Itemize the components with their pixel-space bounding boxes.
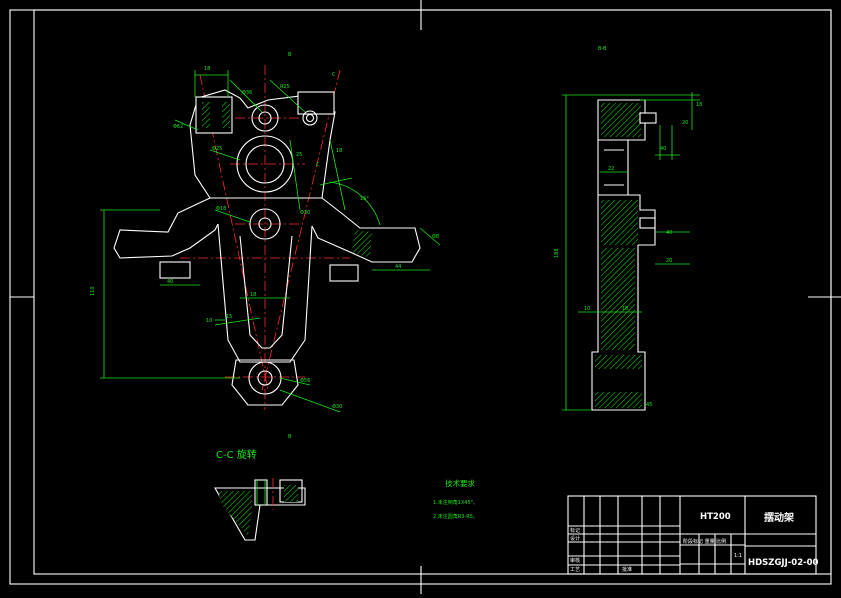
title-block-checker: 审核 xyxy=(570,557,580,564)
dim-20-side: 20 xyxy=(682,120,688,126)
dim-40-side: 40 xyxy=(660,146,666,152)
tech-requirement-1: 1.未注倒角1X45°。 xyxy=(433,499,478,506)
material: HT200 xyxy=(700,512,731,522)
dim-188: 188 xyxy=(554,248,560,258)
title-block-process: 工艺 xyxy=(570,567,580,573)
section-view: C-C 旋转 xyxy=(214,448,306,541)
dim-18-mid: 18 xyxy=(250,292,256,298)
part-name: 摆动架 xyxy=(764,511,794,524)
main-view-dimensions: 110 18 Φ62 Φ36 R25 Φ25 Φ18 25 18 Φ30 15°… xyxy=(90,52,441,440)
tech-requirement-2: 2.未注圆角R3-R5。 xyxy=(433,513,478,520)
dim-18-side-b: 18 xyxy=(622,306,628,312)
dim-18-side: 18 xyxy=(696,102,702,108)
dim-10: 10 xyxy=(206,318,212,324)
tech-requirements: 技术要求 1.未注倒角1X45°。 2.未注圆角R3-R5。 xyxy=(433,478,478,520)
section-mark-c-mid: C xyxy=(316,162,320,168)
dim-phi36: Φ36 xyxy=(242,90,252,96)
title-block-stage: 阶段标记 重量 比例 xyxy=(683,538,726,545)
title-block-mark: 标记 xyxy=(570,527,580,534)
section-view-label: C-C 旋转 xyxy=(216,448,257,461)
dim-phi25: Φ25 xyxy=(212,146,222,152)
section-mark-c-top: C xyxy=(332,72,336,78)
dim-20-side-b: 20 xyxy=(666,258,672,264)
section-mark-b-bottom: B xyxy=(288,434,292,440)
dim-15: 15 xyxy=(226,314,232,320)
dim-45-side: 45 xyxy=(646,402,652,408)
section-mark-b-top: B xyxy=(288,52,292,58)
dim-40-side-b: 40 xyxy=(666,230,672,236)
main-view xyxy=(113,65,421,410)
dim-phi8: Φ8 xyxy=(432,234,439,240)
dim-phi18: Φ18 xyxy=(216,206,226,212)
dim-25: 25 xyxy=(296,152,302,158)
dim-22-side: 22 xyxy=(608,166,614,172)
dim-40: 40 xyxy=(167,279,173,285)
scale: 1:1 xyxy=(734,553,742,559)
dim-18-right: 18 xyxy=(336,148,342,154)
dim-r25: R25 xyxy=(280,84,290,90)
dim-phi56: Φ56 xyxy=(300,378,310,384)
dim-phi30: Φ30 xyxy=(300,210,310,216)
drawing-number: HDSZGJJ-02-00 xyxy=(748,558,819,568)
dim-44: 44 xyxy=(395,264,401,270)
title-block: 标记 设计 审核 工艺 批准 HT200 阶段标记 重量 比例 1:1 摆动架 … xyxy=(567,495,819,575)
side-view: B-B xyxy=(591,46,657,411)
title-block-designer: 设计 xyxy=(570,535,580,542)
title-block-approve: 批准 xyxy=(622,566,632,573)
dim-phi30-bottom: Φ30 xyxy=(332,404,342,410)
dim-110: 110 xyxy=(90,286,96,296)
side-view-dimensions: 188 18 20 40 22 40 20 10 18 45 xyxy=(554,92,702,411)
side-view-label: B-B xyxy=(598,46,607,52)
dim-phi62: Φ62 xyxy=(173,124,183,130)
drawing-frame xyxy=(9,0,841,594)
dim-18-top: 18 xyxy=(204,66,210,72)
tech-requirements-title: 技术要求 xyxy=(445,478,475,488)
dim-15deg: 15° xyxy=(360,196,369,202)
dim-10-side: 10 xyxy=(584,306,590,312)
